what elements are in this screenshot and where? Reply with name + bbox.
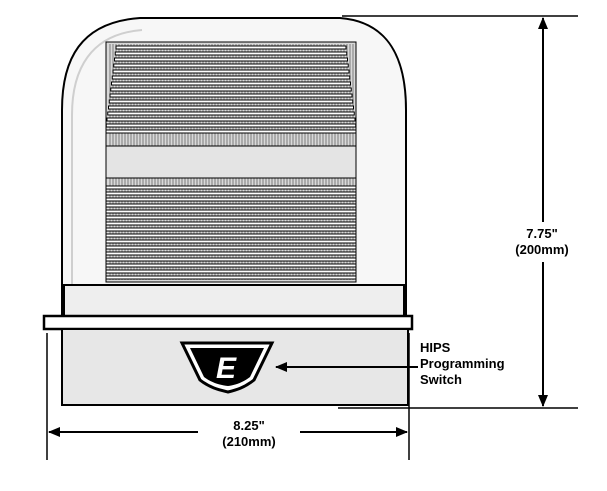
fresnel-ridge xyxy=(105,191,357,196)
fresnel-ridge xyxy=(114,57,348,62)
fresnel-ridge xyxy=(105,257,357,262)
fresnel-ridge xyxy=(105,227,357,232)
fresnel-ridge xyxy=(112,69,350,74)
fresnel-ridge xyxy=(105,203,357,208)
fresnel-ridge xyxy=(105,251,357,256)
fresnel-ridge xyxy=(111,75,351,80)
height-imperial: 7.75" xyxy=(526,226,557,241)
fresnel-ridge xyxy=(105,221,357,226)
fresnel-center-band xyxy=(105,145,357,179)
dome-inner-highlight xyxy=(71,29,143,300)
fresnel-ridge xyxy=(106,117,356,122)
fresnel-ridge xyxy=(105,209,357,214)
logo-letter: E xyxy=(216,352,237,385)
fresnel-ridge xyxy=(105,275,357,280)
fresnel-ridge xyxy=(105,263,357,268)
e-logo-icon: E xyxy=(179,341,275,394)
fresnel-ridge xyxy=(107,111,355,116)
fresnel-ridge xyxy=(105,245,357,250)
fresnel-ridge xyxy=(105,129,357,134)
mounting-flange xyxy=(42,314,414,331)
fresnel-ridge xyxy=(108,105,354,110)
fresnel-ridge xyxy=(113,63,349,68)
fresnel-ridge xyxy=(105,185,357,190)
fresnel-ridge xyxy=(105,197,357,202)
fresnel-ridge xyxy=(109,93,353,98)
fresnel-ridge xyxy=(115,45,347,50)
fresnel-ridge xyxy=(105,269,357,274)
fresnel-ridge xyxy=(105,215,357,220)
fresnel-ridge xyxy=(111,81,351,86)
fresnel-ridge xyxy=(110,87,352,92)
callout-line-2: Programming xyxy=(420,356,505,371)
fresnel-ridge xyxy=(114,51,348,56)
height-metric: (200mm) xyxy=(515,242,568,257)
fresnel-ridge xyxy=(105,233,357,238)
width-metric: (210mm) xyxy=(222,434,275,449)
width-imperial: 8.25" xyxy=(233,418,264,433)
fresnel-ridge xyxy=(108,99,354,104)
callout-line-3: Switch xyxy=(420,372,462,387)
fresnel-lens xyxy=(105,41,357,283)
fresnel-ridge xyxy=(105,123,357,128)
fresnel-ridge xyxy=(105,239,357,244)
callout-line-1: HIPS xyxy=(420,340,451,355)
